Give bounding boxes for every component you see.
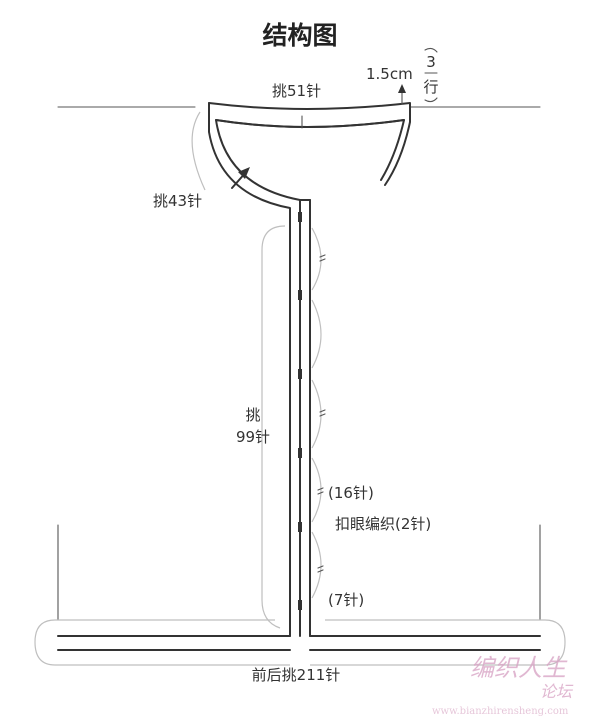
buttonhole [298, 522, 302, 532]
collar-rows-bracket [424, 47, 438, 103]
collar-pick-label: 挑51针 [272, 82, 321, 100]
left-hem-bracket [34, 619, 290, 666]
right-hem-bracket [310, 619, 566, 666]
collar-band-outer [208, 102, 291, 637]
buttonhole [298, 448, 302, 458]
neck-pick-arrowhead [238, 167, 250, 179]
neck-pick-label: 挑43针 [153, 192, 202, 210]
diagram-title: 结构图 [262, 21, 337, 50]
collar-rows-unit: 行 [423, 78, 438, 96]
buttonhole-spacing-label: (16针) [328, 484, 374, 502]
buttonhole [298, 600, 302, 610]
spacing-arcs [311, 227, 326, 599]
collar-height-arrowhead [398, 84, 406, 93]
collar-rows-number: 3 [426, 53, 436, 71]
watermark-main: 编织人生 [470, 654, 568, 682]
front-pick-label-1: 挑 [245, 406, 260, 424]
collar-height-label: 1.5cm [366, 65, 413, 83]
front-pick-label-2: 99针 [236, 428, 270, 446]
front-pick-bracket [261, 225, 286, 629]
watermark-logo: 编织人生 论坛 www.bianzhirensheng.com [432, 654, 574, 717]
buttonhole [298, 212, 302, 222]
watermark-url: www.bianzhirensheng.com [432, 706, 569, 717]
bottom-gap-label: (7针) [328, 591, 364, 609]
buttonhole [298, 369, 302, 379]
left-hem-band [57, 635, 291, 651]
buttonhole [298, 290, 302, 300]
hem-pick-label: 前后挑211针 [252, 666, 341, 684]
collar-top-edge [215, 119, 405, 128]
buttonhole-knit-label: 扣眼编织(2针) [335, 515, 431, 533]
watermark-sub: 论坛 [540, 682, 574, 701]
buttonholes [298, 212, 302, 610]
right-hem-band [309, 635, 541, 651]
neck-curve-bracket [191, 111, 206, 191]
